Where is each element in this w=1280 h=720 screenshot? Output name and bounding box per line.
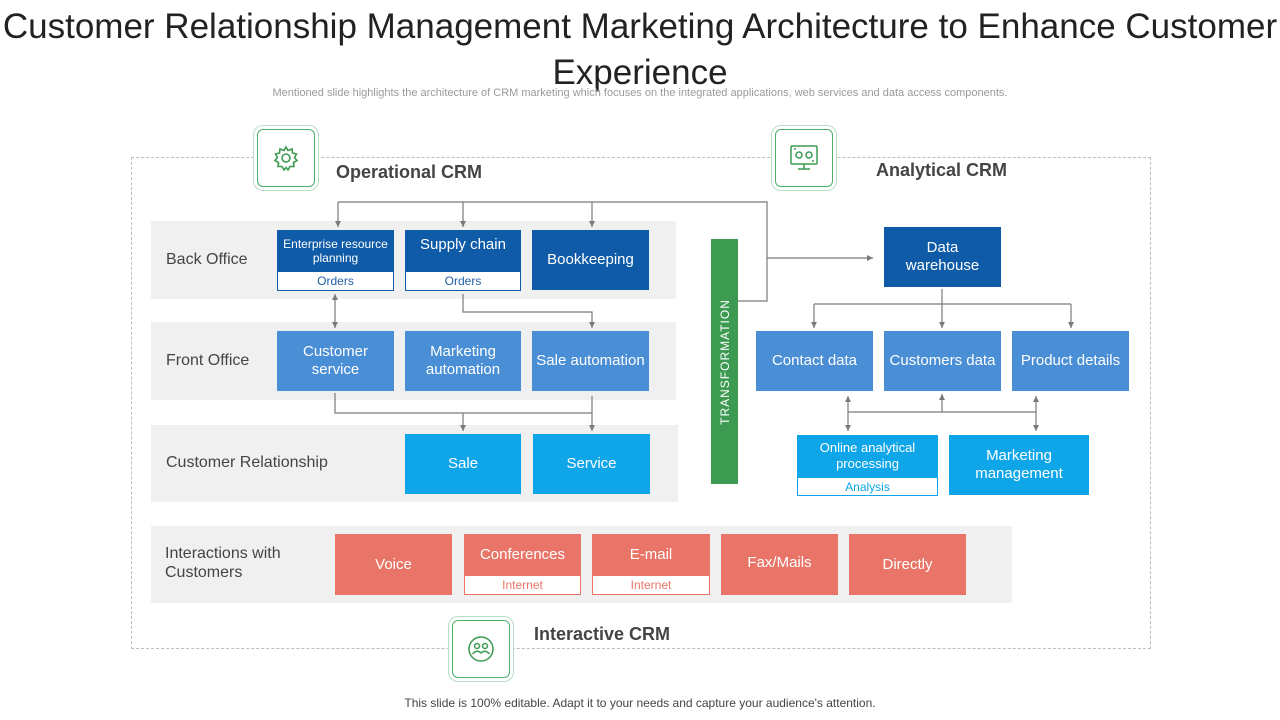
supply-chain-box: Supply chain — [405, 230, 521, 272]
footer-note: This slide is 100% editable. Adapt it to… — [404, 696, 876, 710]
sale-automation-box: Sale automation — [532, 331, 649, 391]
sale-box: Sale — [405, 434, 521, 494]
conferences-internet-label: Internet — [464, 576, 581, 595]
transformation-label: TRANSFORMATION — [717, 298, 732, 425]
olap-analysis-label: Analysis — [797, 477, 938, 496]
bookkeeping-box: Bookkeeping — [532, 230, 649, 290]
people-cycle-icon — [452, 620, 510, 678]
row-label-interactions: Interactions with Customers — [165, 545, 281, 581]
fax-mails-box: Fax/Mails — [721, 534, 838, 595]
email-box: E-mail — [592, 534, 710, 576]
row-label-customer-relationship: Customer Relationship — [166, 454, 328, 471]
page-title: Customer Relationship Management Marketi… — [2, 7, 1278, 92]
row-label-back-office: Back Office — [166, 251, 248, 268]
erp-orders-label: Orders — [277, 272, 394, 291]
transformation-bar: TRANSFORMATION — [711, 239, 738, 484]
voice-box: Voice — [335, 534, 452, 595]
customer-service-box: Customer service — [277, 331, 394, 391]
directly-box: Directly — [849, 534, 966, 595]
olap-box: Online analytical processing — [797, 435, 938, 477]
product-details-box: Product details — [1012, 331, 1129, 391]
section-title-analytical: Analytical CRM — [876, 160, 1008, 180]
customers-data-box: Customers data — [884, 331, 1001, 391]
monitor-settings-icon — [775, 129, 833, 187]
diagram-frame — [131, 157, 1151, 649]
email-internet-label: Internet — [592, 576, 710, 595]
marketing-management-box: Marketing management — [949, 435, 1089, 495]
data-warehouse-box: Data warehouse — [884, 227, 1001, 287]
conferences-box: Conferences — [464, 534, 581, 576]
marketing-automation-box: Marketing automation — [405, 331, 521, 391]
contact-data-box: Contact data — [756, 331, 873, 391]
supply-chain-orders-label: Orders — [405, 272, 521, 291]
erp-box: Enterprise resource planning — [277, 230, 394, 272]
service-box: Service — [533, 434, 650, 494]
page-subtitle: Mentioned slide highlights the architect… — [272, 87, 1008, 99]
gear-icon — [257, 129, 315, 187]
section-title-operational: Operational CRM — [336, 162, 483, 182]
row-label-front-office: Front Office — [166, 352, 250, 369]
section-title-interactive: Interactive CRM — [534, 624, 671, 644]
